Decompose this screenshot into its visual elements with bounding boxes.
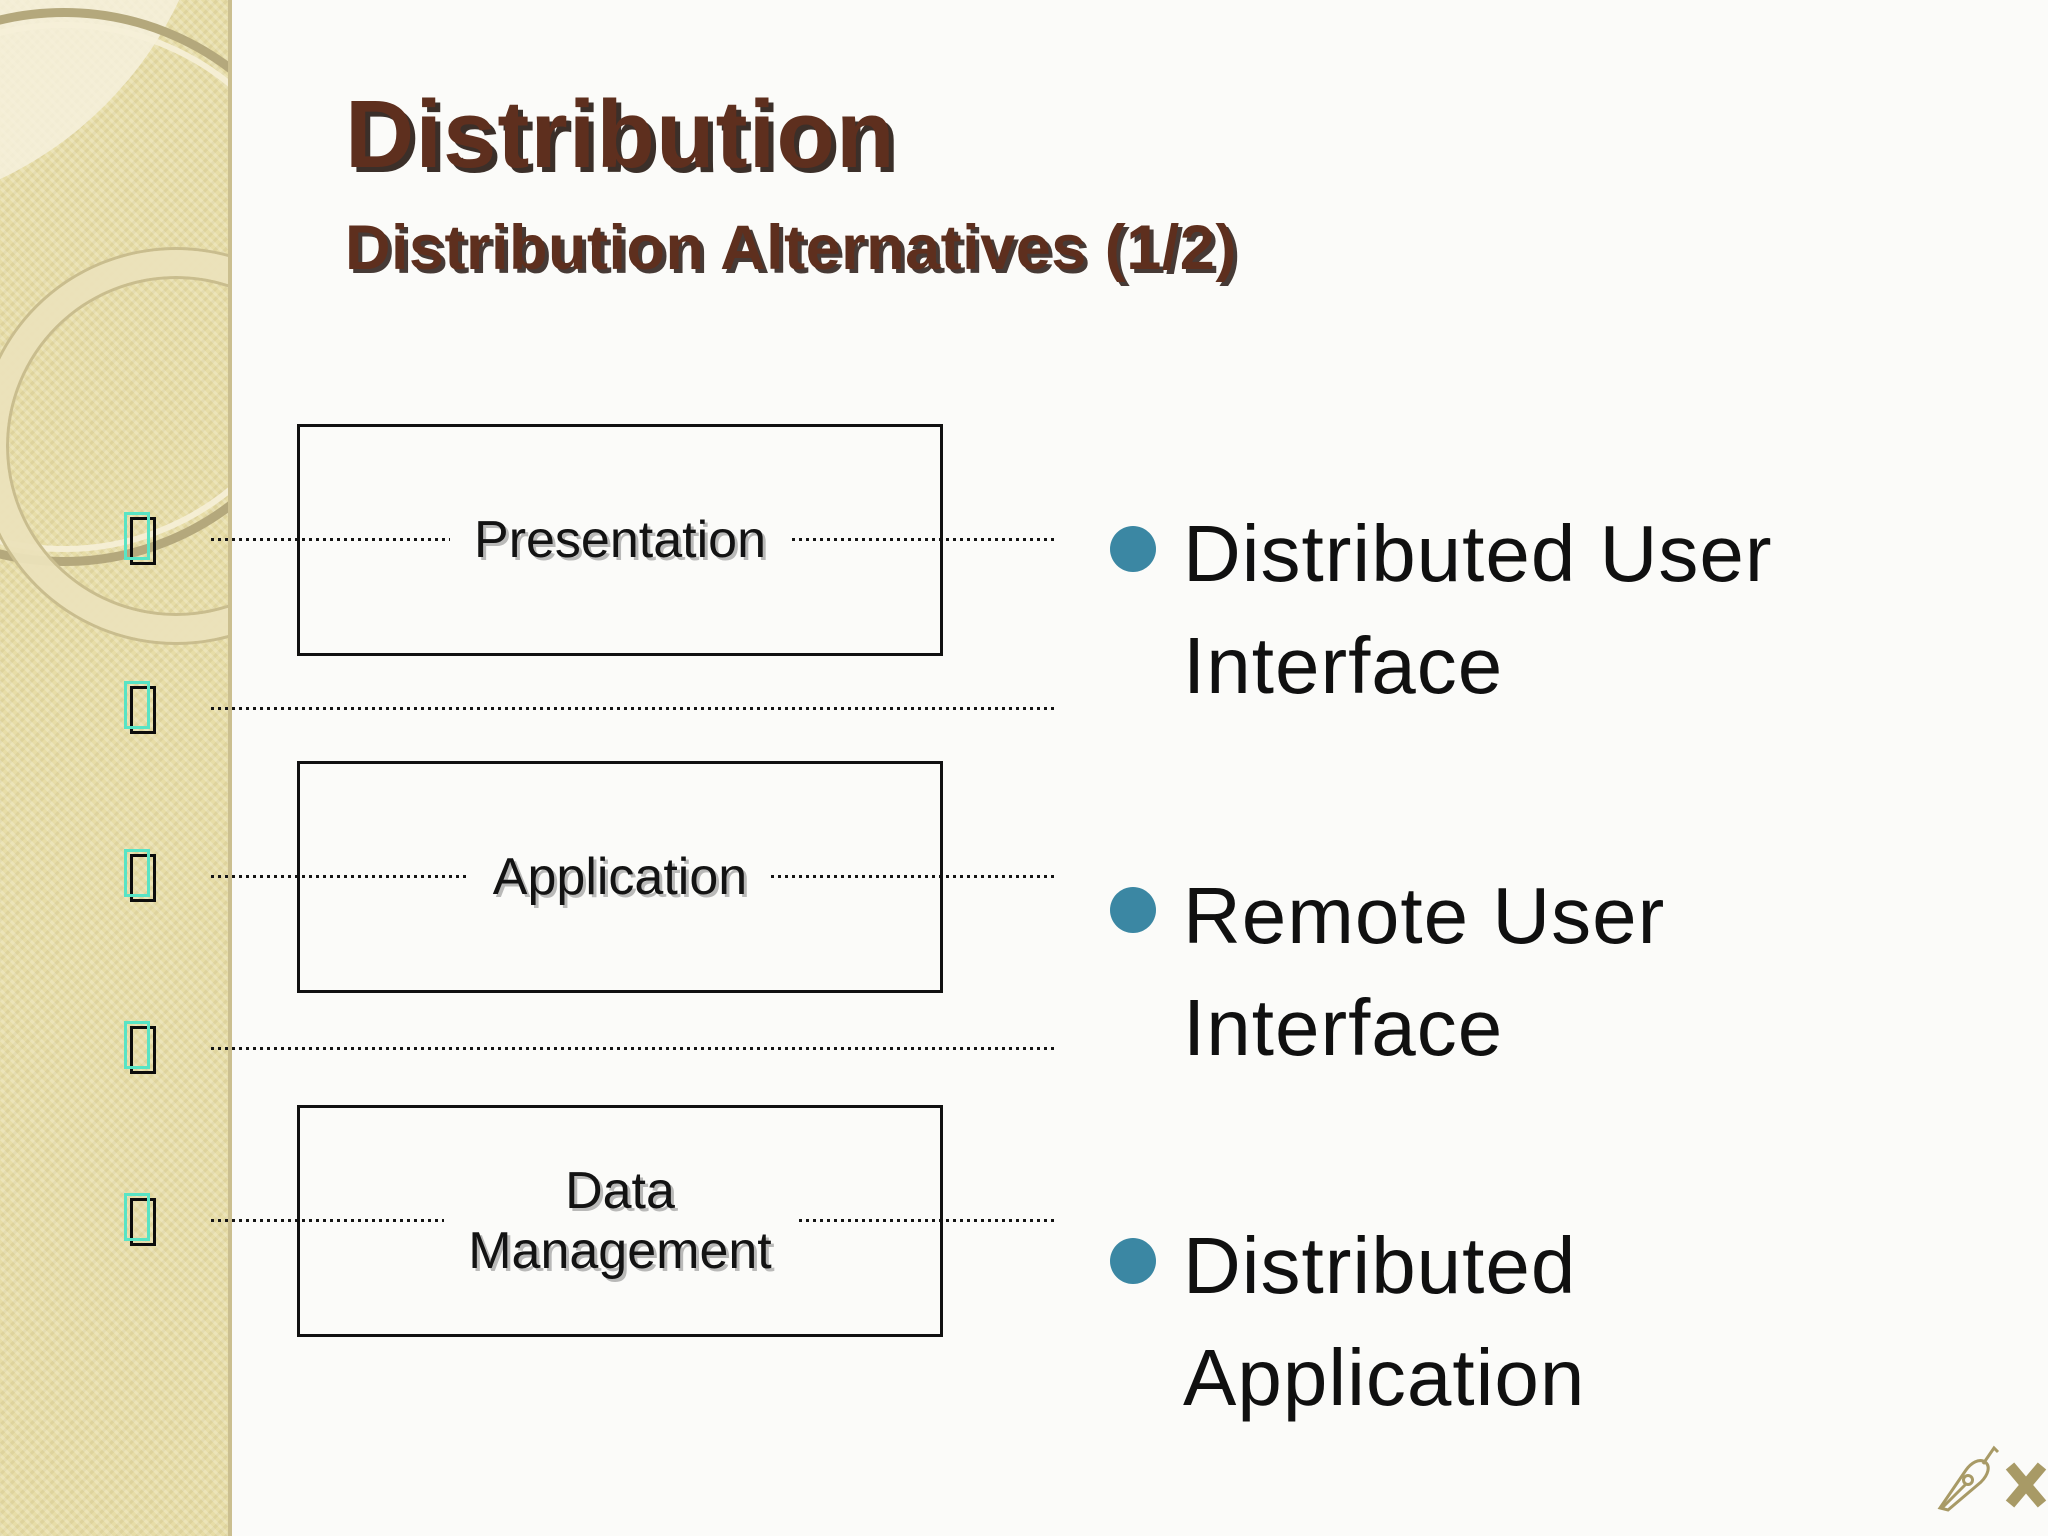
missing-glyph-box — [124, 849, 156, 902]
pen-nib-icon — [1937, 1445, 2000, 1512]
layer-label-line: Management — [468, 1222, 772, 1280]
missing-glyph-box — [124, 512, 156, 565]
bullet-item: Distributed Application — [1183, 1210, 1585, 1434]
bullet-line: Interface — [1183, 983, 1504, 1072]
x-marks-icon — [2005, 1462, 2047, 1508]
layer-label: Presentation — [450, 508, 790, 572]
missing-glyph-box — [124, 1021, 156, 1074]
layer-label-line: Presentation — [474, 511, 766, 569]
dotted-separator-line — [211, 1047, 1057, 1050]
bullet-line: Distributed User — [1183, 509, 1773, 598]
layer-label: Data Management — [444, 1159, 796, 1283]
missing-glyph-box — [124, 681, 156, 734]
layer-box-presentation: Presentation — [297, 424, 943, 656]
bullet-line: Remote User — [1183, 871, 1666, 960]
decorative-circle-thick — [0, 250, 228, 642]
bullet-item: Distributed User Interface — [1183, 498, 1773, 722]
slide-title: Distribution — [345, 81, 896, 188]
bullet-line: Application — [1183, 1333, 1586, 1422]
sidebar-decoration — [0, 0, 232, 1536]
footer-logo — [1930, 1438, 2048, 1527]
layer-label-line: Application — [492, 848, 748, 906]
bullet-line: Distributed — [1183, 1221, 1577, 1310]
bullet-marker — [1110, 887, 1156, 933]
bullet-line: Interface — [1183, 621, 1504, 710]
slide-subtitle: Distribution Alternatives (1/2) — [345, 213, 1237, 283]
bullet-marker — [1110, 526, 1156, 572]
bullet-item: Remote User Interface — [1183, 860, 1665, 1084]
bullet-marker — [1110, 1238, 1156, 1284]
missing-glyph-box — [124, 1193, 156, 1246]
layer-label-line: Data — [565, 1162, 675, 1220]
layer-box-data-management: Data Management — [297, 1105, 943, 1337]
layer-label: Application — [468, 845, 772, 909]
dotted-separator-line — [211, 707, 1057, 710]
pen-nib-and-x-icons — [1937, 1445, 2047, 1512]
layer-box-application: Application — [297, 761, 943, 993]
